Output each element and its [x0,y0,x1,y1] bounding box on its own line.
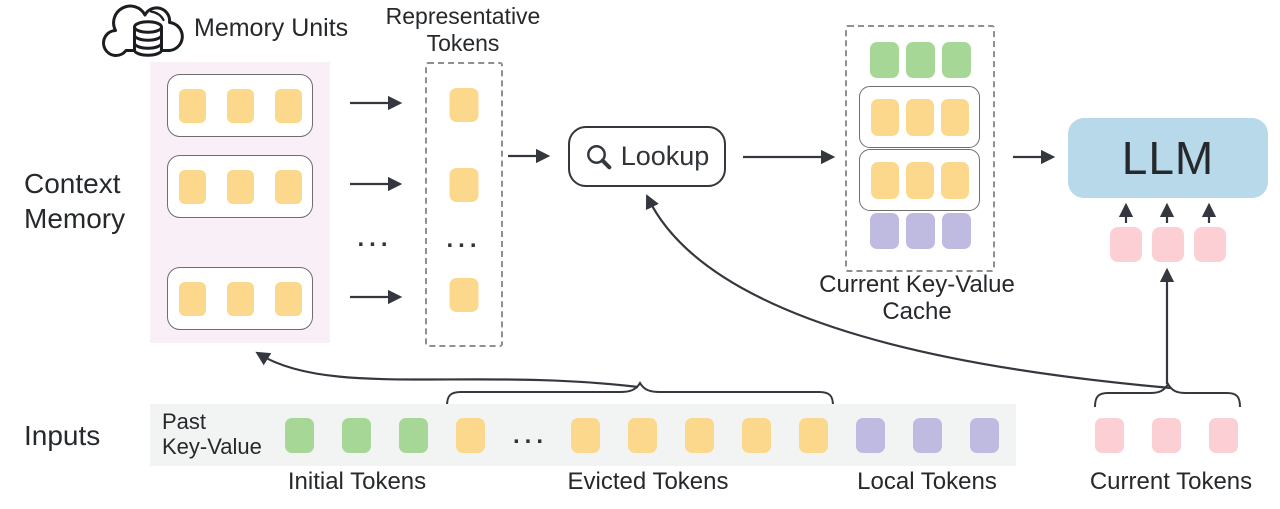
initial-token [285,418,314,453]
kv-memory-row [859,149,980,211]
representative-token [449,168,479,202]
evicted-token [799,418,828,453]
local-token [869,213,899,249]
representative-token-slot [449,88,479,122]
strip-ellipsis: ... [513,422,549,449]
local-token [941,213,971,249]
current-kv-cache-label: Current Key-Value Cache [817,271,1017,325]
lookup-button: Lookup [568,126,726,187]
arrow-evicted-tokens-to-memory [255,351,639,389]
past-key-value-line2: Key-Value [162,434,262,459]
local-tokens-label: Local Tokens [857,468,997,495]
current-token [1209,418,1238,453]
initial-token [905,42,935,78]
retrieved-memory-token [905,98,934,136]
current-token [1152,418,1181,453]
llm-box: LLM [1068,118,1268,198]
search-icon [586,145,612,170]
arrows-ellipsis: ... [357,225,393,252]
context-memory-panel: ... [150,62,330,343]
initial-tokens-label: Initial Tokens [287,468,427,495]
memory-unit-row [167,155,313,218]
retrieved-memory-token [905,161,934,199]
llm-feed-tokens [1110,227,1226,262]
local-token [913,418,942,453]
memory-unit-row [167,74,313,137]
past-key-value-line1: Past [162,409,207,434]
representative-tokens-label: Representative Tokens [385,3,541,56]
memory-unit-token [226,88,254,123]
initial-token [399,418,428,453]
initial-token [941,42,971,78]
retrieved-memory-token [940,161,969,199]
past-kv-strip: Past Key-Value ... [150,404,1016,466]
cloud-database-icon [102,4,184,57]
representative-ellipsis: ... [446,226,482,253]
local-token [905,213,935,249]
evicted-token [571,418,600,453]
current-token [1152,227,1184,262]
memory-units-label: Memory Units [194,14,349,42]
evicted-token [456,418,485,453]
representative-token-slot [449,278,479,312]
current-tokens-label: Current Tokens [1089,468,1253,495]
memory-unit-token [274,281,302,316]
brace-evicted-tokens [446,380,834,407]
past-kv-token-row: ... [285,418,999,453]
current-kv-cache-label-line1: Current Key-Value [819,271,1015,298]
retrieved-memory-token [870,161,899,199]
current-token [1110,227,1142,262]
memory-unit-token [274,88,302,123]
representative-tokens-box: ... [425,62,503,347]
lookup-label: Lookup [620,141,710,171]
evicted-token [742,418,771,453]
memory-unit-token [226,281,254,316]
current-token [1095,418,1124,453]
memory-unit-row [167,267,313,330]
evicted-token-group [456,418,485,453]
brace-current-tokens [1094,381,1241,408]
memory-unit-token [178,169,206,204]
evicted-token-group [571,418,828,453]
kv-initial-row [847,42,993,78]
past-key-value-label: Past Key-Value [162,409,262,459]
inputs-label: Inputs [24,420,101,451]
initial-token [342,418,371,453]
local-token [970,418,999,453]
kv-memory-row [859,86,980,148]
context-memory-label: Context Memory [24,168,126,234]
initial-token-group [285,418,428,453]
representative-token [449,278,479,312]
current-token [1194,227,1226,262]
retrieved-memory-token [870,98,899,136]
memory-unit-token [178,88,206,123]
llm-label: LLM [1121,132,1215,184]
memory-unit-token [178,281,206,316]
local-token-group [856,418,999,453]
evicted-token [628,418,657,453]
representative-token-slot [449,168,479,202]
evicted-token [685,418,714,453]
representative-token [449,88,479,122]
current-kv-cache-box [845,25,995,272]
memory-unit-token [274,169,302,204]
memory-unit-token [226,169,254,204]
local-token [856,418,885,453]
initial-token [869,42,899,78]
kv-local-row [847,213,993,249]
current-kv-cache-label-line2: Cache [882,298,952,325]
retrieved-memory-token [940,98,969,136]
current-token-group [1095,418,1238,453]
evicted-tokens-label: Evicted Tokens [567,468,729,495]
